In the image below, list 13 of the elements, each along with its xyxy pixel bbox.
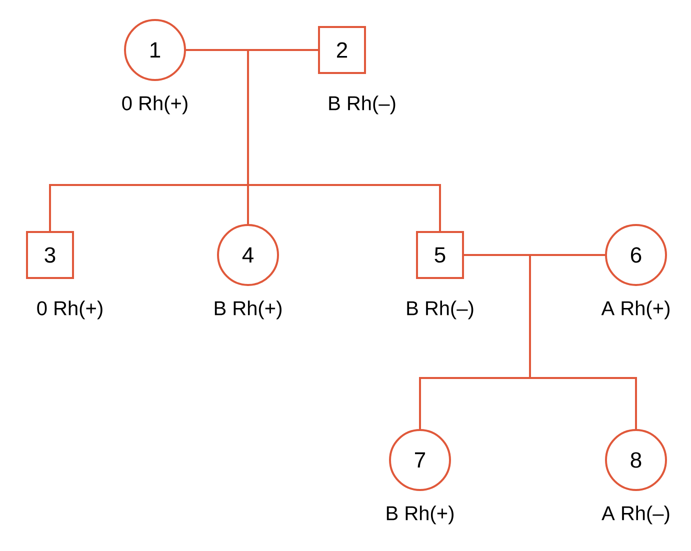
blood-type-label: 0 Rh(+) (122, 96, 188, 114)
male-square: 2 (318, 26, 366, 74)
blood-type-label: B Rh(–) (407, 300, 474, 320)
blood-type-label: A Rh(+) (601, 300, 670, 320)
blood-type-label: 0 Rh(+) (37, 300, 102, 320)
blood-type-label: A Rh(–) (602, 506, 670, 524)
pedigree-line (247, 49, 441, 231)
male-square: 5 (416, 231, 464, 279)
blood-type-label: B Rh(–) (329, 96, 396, 114)
blood-type-label: B Rh(+) (386, 506, 454, 524)
male-square: 3 (26, 231, 74, 279)
blood-type-label: B Rh(+) (214, 300, 282, 320)
pedigree-line (529, 254, 637, 429)
